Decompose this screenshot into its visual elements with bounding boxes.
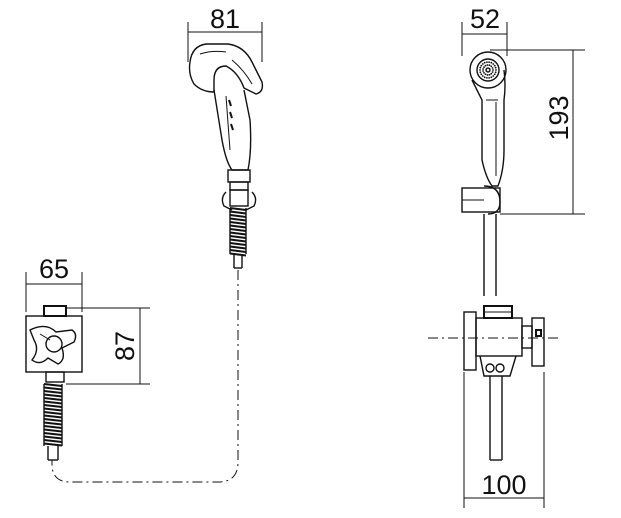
valve-side-view: 100 <box>428 305 560 508</box>
shower-side-view: 52 193 <box>461 4 585 296</box>
hose-coil-upper <box>229 207 247 257</box>
dim-87-label: 87 <box>110 331 140 361</box>
dim-100-label: 100 <box>481 470 526 500</box>
hose-coil-lower <box>43 383 63 447</box>
valve-front-view: 65 87 <box>25 254 150 461</box>
dim-52-label: 52 <box>470 4 500 34</box>
nozzle-dots <box>479 61 497 79</box>
shower-front-view: 81 <box>187 4 264 269</box>
dim-81-label: 81 <box>210 4 240 34</box>
dim-193-label: 193 <box>544 95 574 140</box>
dim-65-label: 65 <box>39 254 69 284</box>
hose-path <box>51 270 239 483</box>
